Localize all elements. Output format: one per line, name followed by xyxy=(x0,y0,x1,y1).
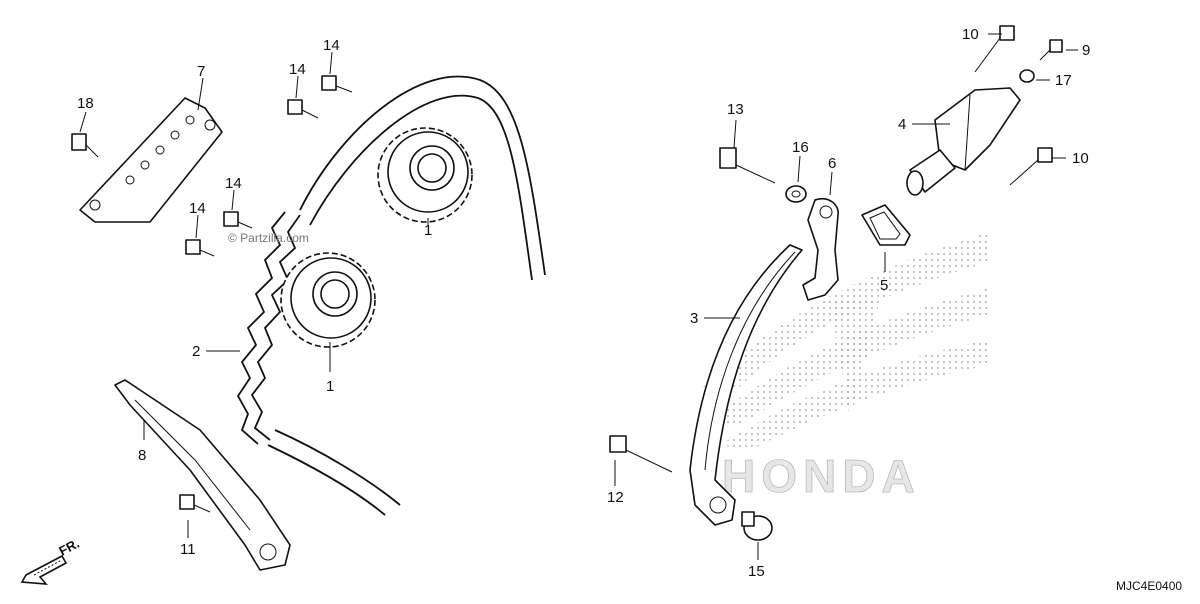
bolt-10-upper xyxy=(974,25,1015,73)
callout-11: 11 xyxy=(180,541,196,558)
bolt-12 xyxy=(609,435,673,473)
chain-guide-bracket xyxy=(79,97,223,223)
leader-lines xyxy=(79,33,1078,560)
callout-7: 7 xyxy=(197,63,205,80)
callout-17: 17 xyxy=(1055,72,1072,89)
cam-sprocket-upper xyxy=(377,127,473,223)
cam-chain-tensioner-arm xyxy=(689,244,803,526)
callout-9: 9 xyxy=(1082,42,1090,59)
callout-2: 2 xyxy=(192,343,200,360)
bolt-9 xyxy=(1039,39,1063,61)
cam-sprocket-lower xyxy=(280,252,376,348)
bolt-13 xyxy=(719,147,776,184)
bolt-18 xyxy=(71,133,99,158)
callout-14: 14 xyxy=(189,200,206,217)
callout-13: 13 xyxy=(727,101,744,118)
washer-16 xyxy=(785,185,807,203)
callout-6: 6 xyxy=(828,155,836,172)
callout-18: 18 xyxy=(77,95,94,112)
cam-chain xyxy=(236,211,301,445)
tensioner-gasket xyxy=(861,204,911,246)
diagram-code: MJC4E0400 xyxy=(1116,579,1182,593)
bolt-14-lower-left xyxy=(185,239,215,257)
front-direction-label: FR. xyxy=(56,536,82,559)
callout-10: 10 xyxy=(962,26,979,43)
bolt-10-lower xyxy=(1009,147,1053,186)
cam-chain-guide xyxy=(114,379,291,571)
front-direction-indicator: FR. xyxy=(20,536,82,585)
callout-10: 10 xyxy=(1072,150,1089,167)
callout-14: 14 xyxy=(225,175,242,192)
bolt-11 xyxy=(179,494,211,513)
callout-12: 12 xyxy=(607,489,624,506)
collar-15 xyxy=(741,511,773,541)
bolt-14-upper-left xyxy=(287,99,319,119)
callout-4: 4 xyxy=(898,116,906,133)
honda-brand-text: HONDA xyxy=(722,450,921,502)
honda-wing-logo: HONDA xyxy=(700,232,990,502)
tensioner-plate xyxy=(802,197,839,301)
callout-16: 16 xyxy=(792,139,809,156)
cam-chain-tensioner-lifter xyxy=(906,87,1021,196)
callout-1: 1 xyxy=(326,378,334,395)
callout-14: 14 xyxy=(323,37,340,54)
chain-loop xyxy=(267,75,546,516)
bolt-14-upper-right xyxy=(321,75,353,93)
front-arrow-icon xyxy=(20,554,68,585)
callout-1: 1 xyxy=(424,222,432,239)
callouts: 7 18 14 14 14 14 1 1 2 8 11 12 13 16 6 5… xyxy=(77,26,1090,580)
callout-15: 15 xyxy=(748,563,765,580)
bolt-14-lower-right xyxy=(223,211,253,229)
callout-3: 3 xyxy=(690,310,698,327)
callout-8: 8 xyxy=(138,447,146,464)
callout-5: 5 xyxy=(880,277,888,294)
washer-17 xyxy=(1019,69,1035,83)
watermark-text: © Partzilla.com xyxy=(228,231,309,245)
callout-14: 14 xyxy=(289,61,306,78)
